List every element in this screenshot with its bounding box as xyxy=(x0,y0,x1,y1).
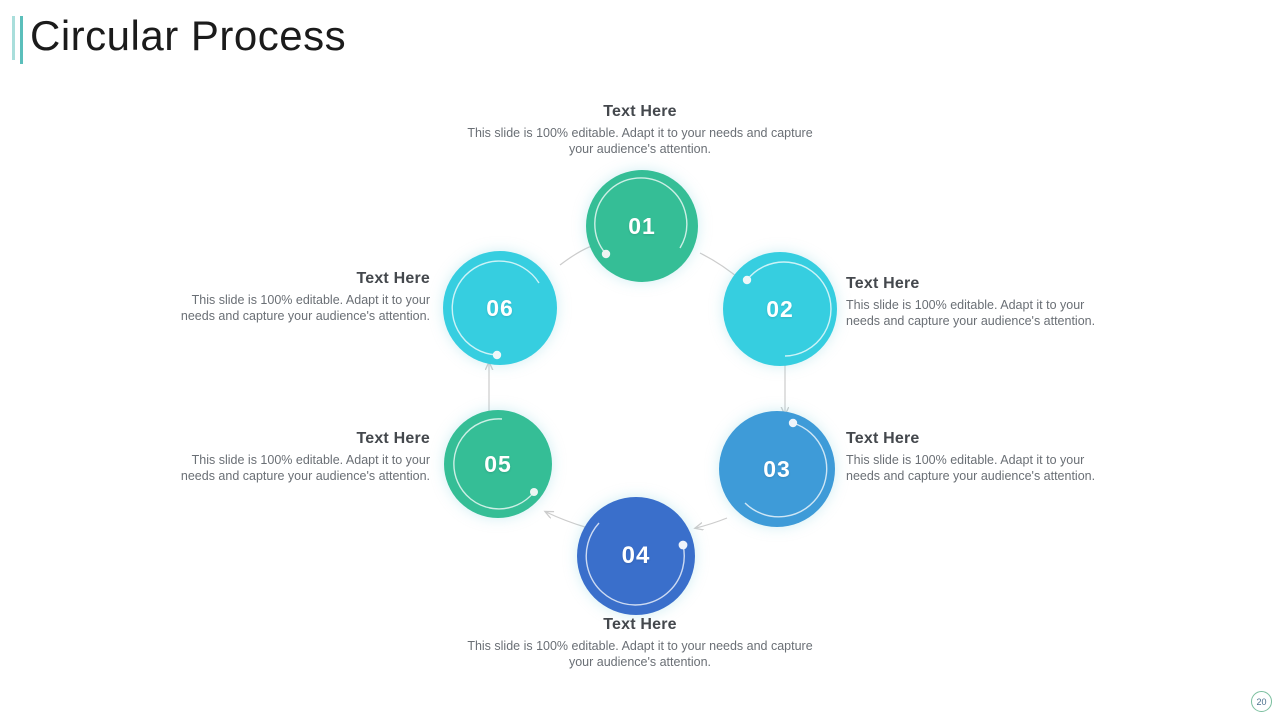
process-node-03[interactable]: 03 xyxy=(719,411,835,527)
accent-bar-dark xyxy=(20,16,23,64)
node-body-03: This slide is 100% editable. Adapt it to… xyxy=(846,453,1096,483)
node-number-03: 03 xyxy=(763,455,791,482)
node-heading-03: Text Here xyxy=(846,430,920,447)
node-number-02: 02 xyxy=(766,295,794,322)
node-number-06: 06 xyxy=(486,294,514,321)
node-body-02: This slide is 100% editable. Adapt it to… xyxy=(846,298,1096,328)
process-node-01[interactable]: 01 xyxy=(586,170,698,282)
node-heading-01: Text Here xyxy=(603,103,677,120)
node-heading-02: Text Here xyxy=(846,275,920,292)
process-node-04[interactable]: 04 xyxy=(577,497,695,615)
node-number-04: 04 xyxy=(621,542,651,569)
node-body-05: This slide is 100% editable. Adapt it to… xyxy=(180,453,430,483)
node-heading-04: Text Here xyxy=(603,616,677,633)
page-title: Circular Process xyxy=(30,12,347,59)
arrow-04-to-05 xyxy=(546,512,586,528)
node-label-02: Text Here This slide is 100% editable. A… xyxy=(846,275,1118,329)
process-node-06[interactable]: 06 xyxy=(443,251,557,365)
node-label-06: Text Here This slide is 100% editable. A… xyxy=(158,270,430,324)
node-label-03: Text Here This slide is 100% editable. A… xyxy=(846,430,1118,484)
node-label-04: Text Here This slide is 100% editable. A… xyxy=(455,616,825,670)
arrow-03-to-04 xyxy=(696,517,728,528)
node-number-01: 01 xyxy=(628,212,656,239)
node-body-04: This slide is 100% editable. Adapt it to… xyxy=(467,639,813,669)
node-body-01: This slide is 100% editable. Adapt it to… xyxy=(467,126,813,156)
node-heading-06: Text Here xyxy=(356,270,430,287)
node-body-06: This slide is 100% editable. Adapt it to… xyxy=(180,293,430,323)
process-node-02[interactable]: 02 xyxy=(723,252,837,366)
accent-bar-light xyxy=(12,16,15,60)
node-heading-05: Text Here xyxy=(356,430,430,447)
slide-header: Circular Process xyxy=(0,0,1280,90)
node-label-01: Text Here This slide is 100% editable. A… xyxy=(455,103,825,157)
title-accent-bars xyxy=(12,16,30,64)
page-number-badge: 20 xyxy=(1251,691,1272,712)
node-number-05: 05 xyxy=(484,450,512,477)
process-node-05[interactable]: 05 xyxy=(444,410,552,518)
node-label-05: Text Here This slide is 100% editable. A… xyxy=(158,430,430,484)
